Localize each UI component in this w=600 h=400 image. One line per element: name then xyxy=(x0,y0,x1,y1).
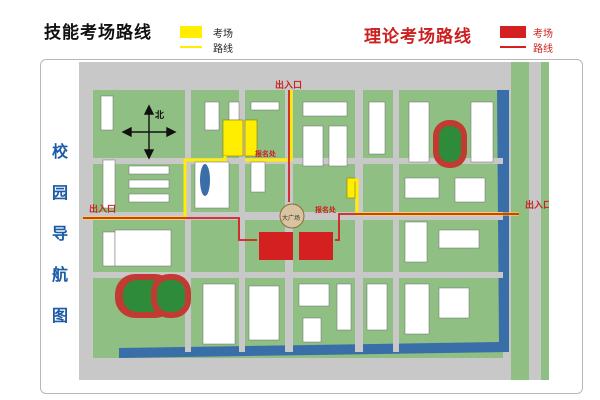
north-label: 北 xyxy=(155,109,164,121)
theory-route-swatch xyxy=(500,46,526,48)
entrance-right-label: 出入口 xyxy=(525,199,549,211)
theory-route-title: 理论考场路线 xyxy=(364,27,472,47)
side-title-char: 导 xyxy=(51,224,68,243)
skill-exam-room-label: 考场 xyxy=(213,29,233,40)
road-h3 xyxy=(93,272,503,278)
skill-exam-room-swatch xyxy=(180,26,202,38)
theory-exam-room-swatch xyxy=(500,26,526,38)
east-road xyxy=(529,62,541,380)
registration-top-label: 报名处 xyxy=(255,149,277,158)
compass-icon xyxy=(121,104,177,160)
field-middle xyxy=(157,280,185,312)
road-v1 xyxy=(185,90,191,352)
skill-exam-room xyxy=(346,177,356,199)
skill-route xyxy=(245,90,293,162)
skill-exam-room xyxy=(244,119,258,157)
theory-exam-room-label: 考场 xyxy=(533,29,553,40)
road-v2 xyxy=(239,90,245,352)
side-title-char: 园 xyxy=(51,183,68,202)
field-right xyxy=(439,126,461,162)
campus-map: 北 出入口 出入口 出入口 报名处 报名处 大广场 xyxy=(79,62,552,380)
buildings xyxy=(100,95,494,345)
skill-route-title: 技能考场路线 xyxy=(44,23,152,43)
side-title: 校 园 导 航 图 xyxy=(48,138,72,326)
skill-route-label: 路线 xyxy=(213,44,233,55)
theory-exam-room xyxy=(259,232,293,260)
entrance-top-label: 出入口 xyxy=(275,79,302,91)
central-plaza xyxy=(279,203,305,229)
skill-exam-room xyxy=(222,119,244,157)
theory-exam-room xyxy=(299,232,333,260)
road-v5 xyxy=(393,90,399,352)
pond xyxy=(200,164,210,196)
theory-route xyxy=(335,213,519,241)
skill-route-swatch xyxy=(180,46,202,48)
theory-route xyxy=(83,217,257,241)
side-title-char: 图 xyxy=(51,306,68,325)
entrance-left-label: 出入口 xyxy=(89,203,116,215)
road-h1 xyxy=(93,158,503,164)
registration-mid-label: 报名处 xyxy=(315,205,337,214)
road-v4 xyxy=(355,90,363,352)
square-label: 大广场 xyxy=(282,214,300,222)
campus-map-svg: 北 出入口 出入口 出入口 报名处 报名处 大广场 xyxy=(79,62,552,380)
side-title-char: 校 xyxy=(51,142,68,161)
theory-route-label: 路线 xyxy=(533,44,553,55)
side-title-char: 航 xyxy=(51,265,68,284)
